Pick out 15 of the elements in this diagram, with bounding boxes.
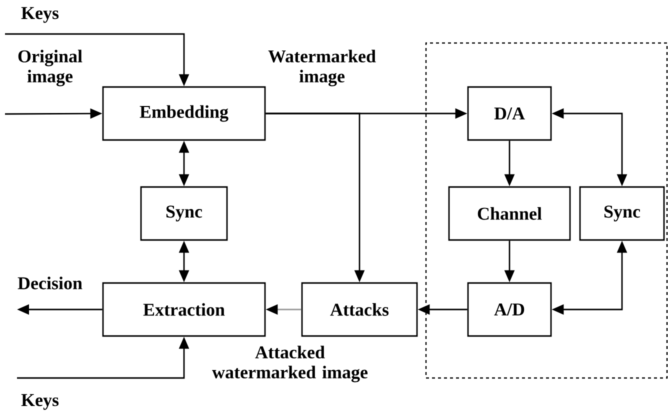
- group-frame: [425, 42, 668, 379]
- edge-label: Original image: [18, 50, 82, 86]
- process-box: Attacks: [301, 282, 418, 337]
- process-box: Sync: [579, 186, 665, 241]
- edge-label: Keys: [21, 7, 59, 23]
- process-box: Extraction: [102, 282, 266, 337]
- process-box: Channel: [448, 186, 571, 241]
- process-box: Sync: [140, 186, 228, 241]
- edge-label: Watermarked image: [268, 50, 376, 86]
- process-box: Embedding: [102, 86, 266, 141]
- process-box: A/D: [467, 282, 552, 337]
- process-box: D/A: [467, 86, 552, 141]
- edge-label: Attacked watermarked image: [212, 346, 368, 382]
- edge-label: Decision: [18, 276, 82, 290]
- edge-label: Keys: [21, 394, 59, 410]
